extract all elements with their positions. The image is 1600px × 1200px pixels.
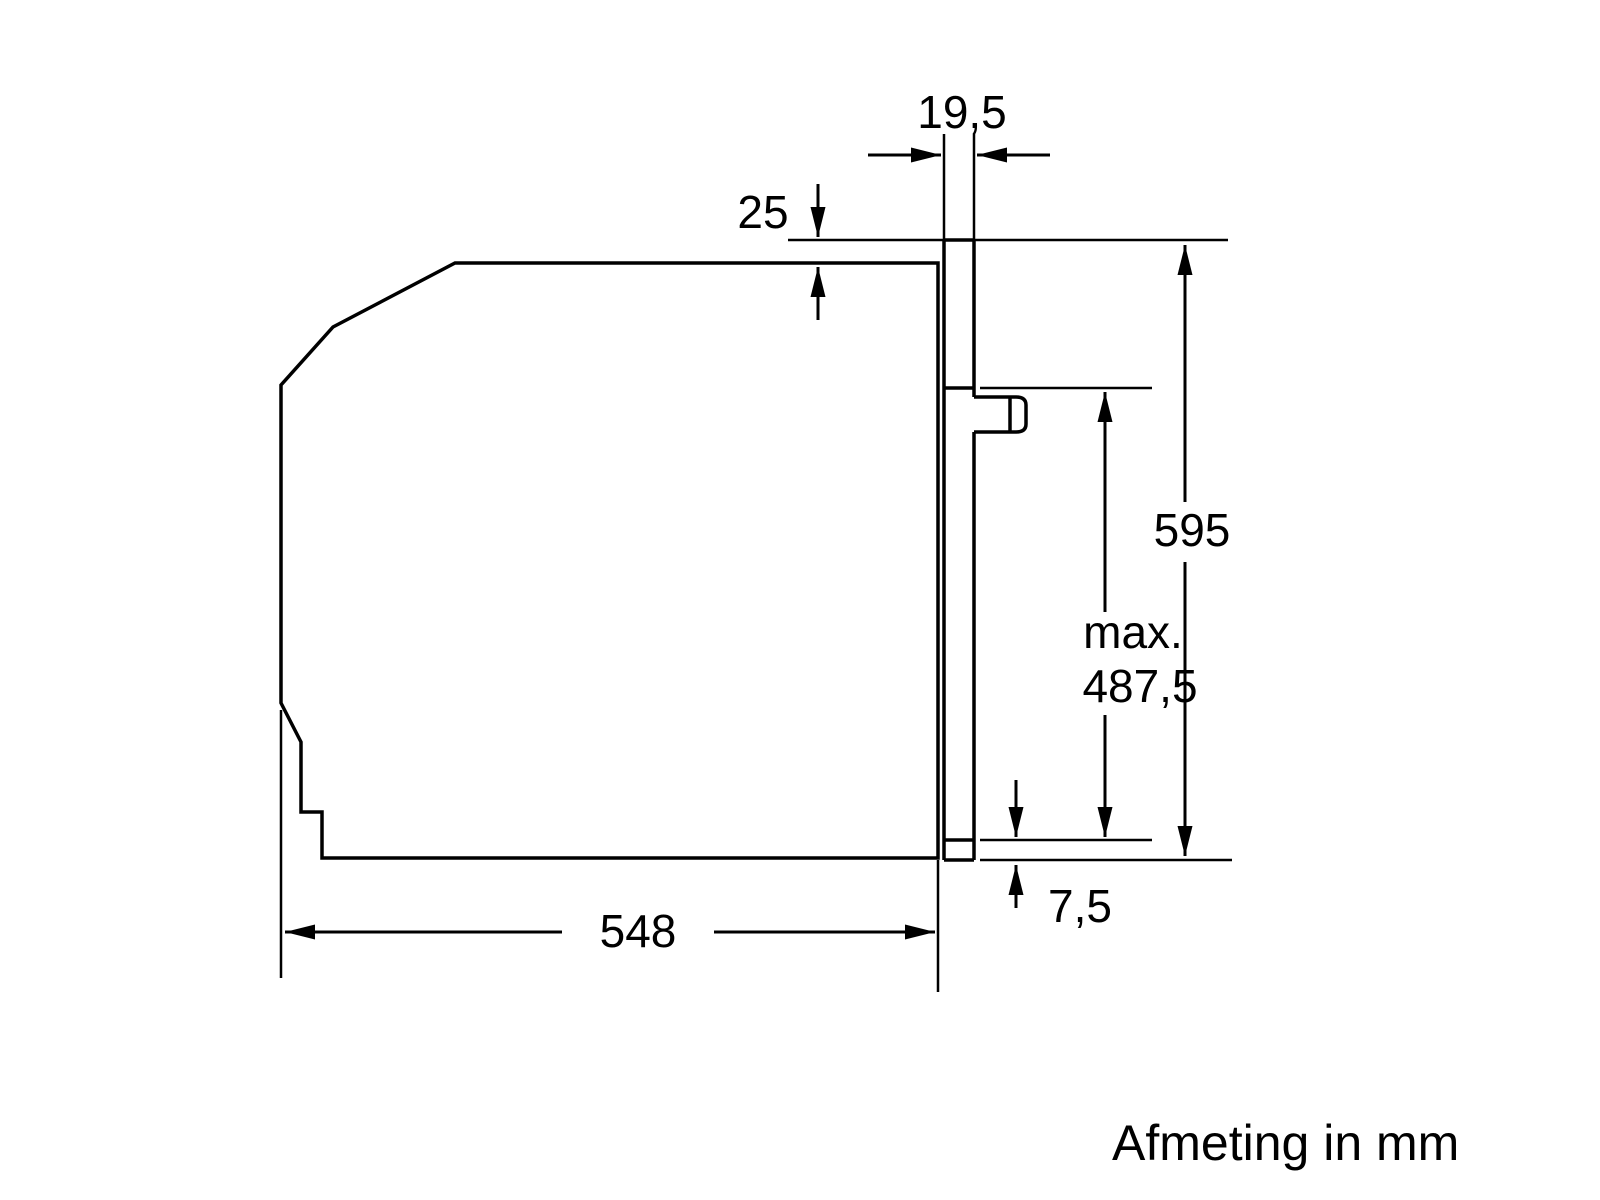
oven-body	[279, 261, 940, 860]
dim-label-body-depth: 548	[600, 905, 677, 957]
units-caption: Afmeting in mm	[1112, 1115, 1459, 1171]
dim-label-bottom-offset: 7,5	[1048, 880, 1112, 932]
dim-panel-thickness: 19,5	[868, 86, 1050, 163]
control-knob	[974, 395, 1028, 434]
dim-label-top-overhang: 25	[737, 186, 788, 238]
dim-label-panel-thickness: 19,5	[917, 86, 1007, 138]
dim-front-height: 595	[1154, 245, 1231, 856]
dim-bottom-offset: 7,5	[1008, 780, 1112, 932]
control-knob-outline	[974, 395, 1028, 434]
extension-lines	[279, 134, 1232, 992]
front-panel	[942, 238, 976, 862]
oven-body-outline	[279, 261, 940, 860]
dim-max-height: max. 487,5	[1082, 392, 1198, 837]
dim-label-max-prefix: max.	[1083, 606, 1183, 658]
dim-body-depth: 548	[285, 905, 935, 957]
dim-label-front-height: 595	[1154, 504, 1231, 556]
dim-top-overhang: 25	[737, 184, 826, 320]
dim-label-max-height: 487,5	[1082, 660, 1197, 712]
